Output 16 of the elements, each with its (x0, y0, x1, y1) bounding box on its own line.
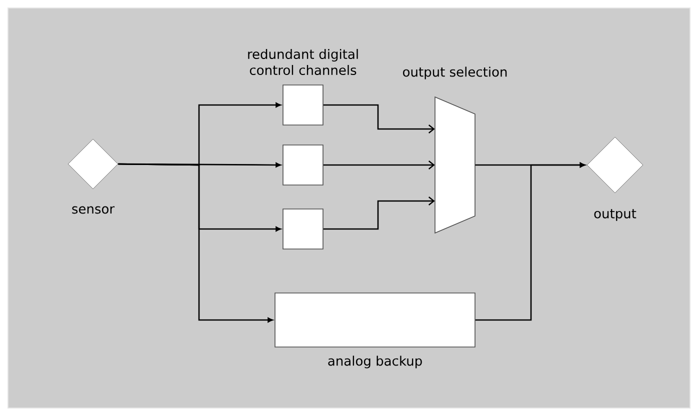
arrow (323, 196, 435, 230)
arrow (323, 160, 435, 170)
node-label: output selection (403, 66, 507, 80)
group-heading: redundant digital control channels (248, 48, 358, 76)
diamond-node: sensor (68, 138, 118, 214)
diamond-node: output (586, 136, 644, 221)
node-label: output (594, 209, 636, 221)
channel-box: analog backup (274, 292, 476, 368)
node-label: sensor (72, 206, 115, 214)
channel-box (282, 208, 324, 250)
channel-box (282, 144, 324, 186)
node-label: analog backup (328, 356, 422, 368)
channel-box (282, 84, 324, 126)
arrow (323, 104, 435, 134)
arrow (475, 162, 586, 321)
arrow (118, 163, 273, 322)
